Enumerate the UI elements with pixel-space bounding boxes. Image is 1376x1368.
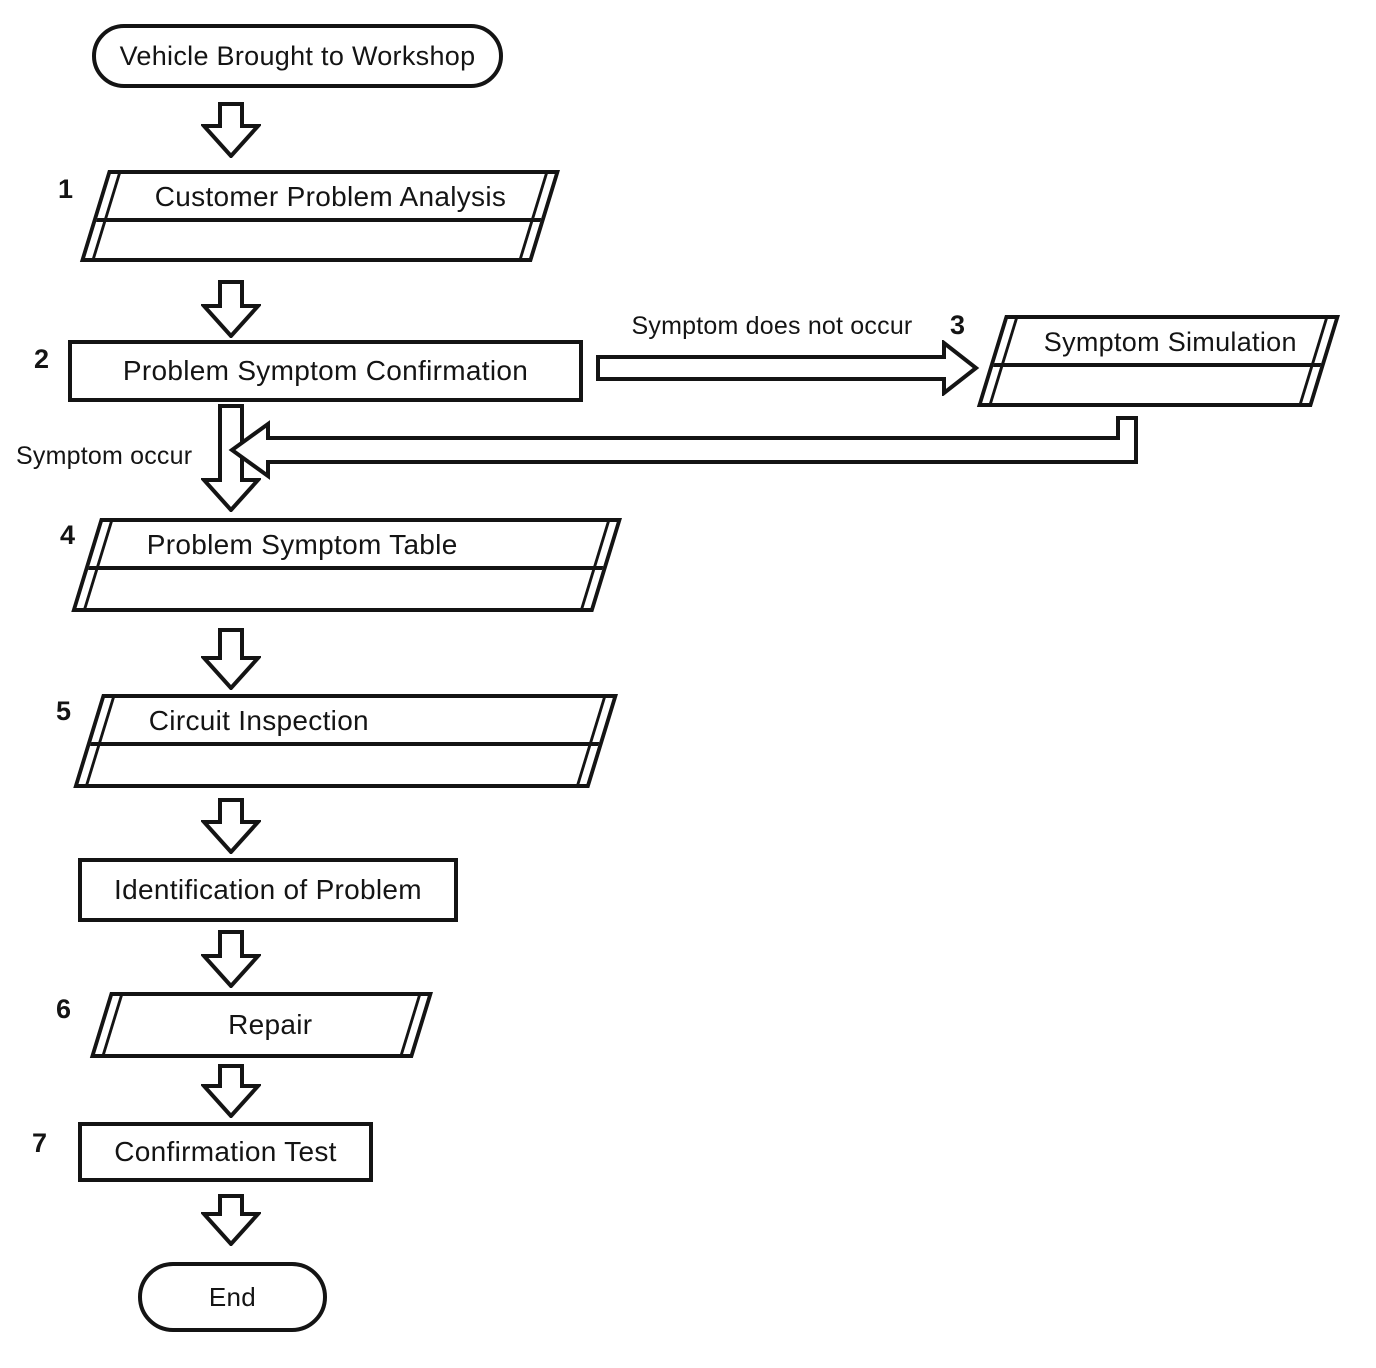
arrow-down-icon <box>201 280 261 338</box>
node-3-number: 3 <box>950 310 966 340</box>
arrow-down-icon <box>201 798 261 854</box>
node-circuit-inspection: Circuit Inspection <box>73 694 619 788</box>
edge-label-symptom-does-not-occur: Symptom does not occur <box>631 312 913 340</box>
node-repair: Repair <box>89 992 433 1058</box>
node-repair-label: Repair <box>228 1009 313 1040</box>
node-problem-symptom-table: Problem Symptom Table <box>71 518 623 612</box>
arrow-down-icon <box>201 102 261 158</box>
node-2-number: 2 <box>34 344 50 374</box>
node-start-label: Vehicle Brought to Workshop <box>119 40 476 71</box>
node-customer-problem-analysis-label: Customer Problem Analysis <box>154 181 507 212</box>
node-end-label: End <box>208 1281 257 1312</box>
node-end-terminator: End <box>138 1262 327 1332</box>
node-symptom-simulation-label: Symptom Simulation <box>1043 326 1297 357</box>
node-4-number: 4 <box>60 520 76 550</box>
node-customer-problem-analysis: Customer Problem Analysis <box>79 170 561 262</box>
node-problem-symptom-table-label: Problem Symptom Table <box>146 529 458 560</box>
node-identification-of-problem: Identification of Problem <box>78 858 458 922</box>
node-circuit-inspection-label: Circuit Inspection <box>148 705 369 736</box>
node-confirmation-test: Confirmation Test <box>78 1122 373 1182</box>
arrow-down-icon <box>201 628 261 690</box>
arrow-down-icon <box>201 404 261 512</box>
node-start-terminator: Vehicle Brought to Workshop <box>92 24 503 88</box>
arrow-down-icon <box>201 1064 261 1118</box>
arrow-down-icon <box>201 930 261 988</box>
node-symptom-simulation: Symptom Simulation <box>976 315 1340 407</box>
node-1-number: 1 <box>58 174 74 204</box>
node-confirmation-test-label: Confirmation Test <box>114 1136 337 1167</box>
node-problem-symptom-confirmation: Problem Symptom Confirmation <box>68 340 583 402</box>
arrow-return-left-icon <box>228 416 1138 480</box>
node-identification-of-problem-label: Identification of Problem <box>114 874 422 905</box>
node-problem-symptom-confirmation-label: Problem Symptom Confirmation <box>122 355 529 386</box>
node-7-number: 7 <box>32 1128 48 1158</box>
node-6-number: 6 <box>56 994 72 1024</box>
edge-label-symptom-occur: Symptom occur <box>16 442 193 470</box>
arrow-right-icon <box>596 340 980 396</box>
node-5-number: 5 <box>56 696 72 726</box>
arrow-down-icon <box>201 1194 261 1246</box>
